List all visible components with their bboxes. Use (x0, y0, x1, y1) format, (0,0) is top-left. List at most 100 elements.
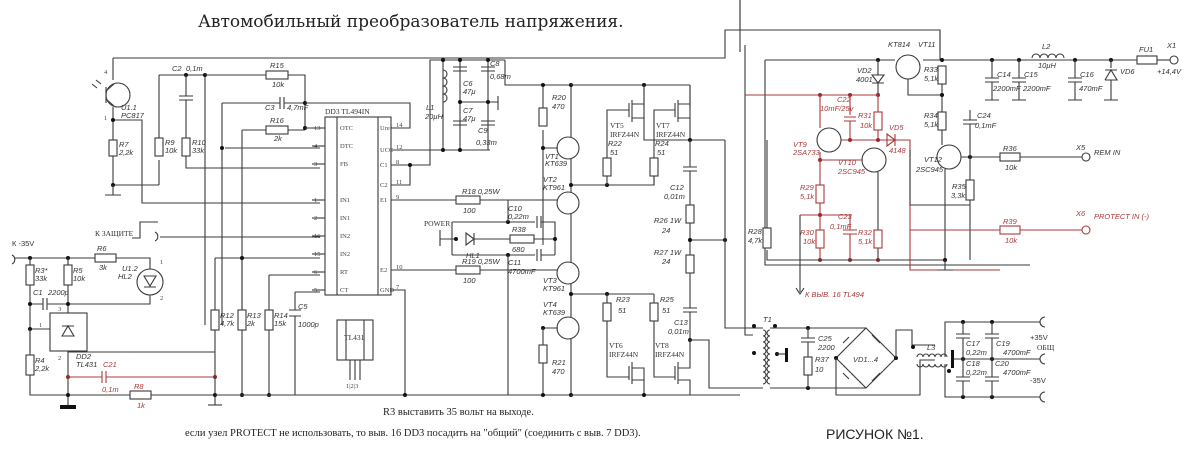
dd3-pin-number: 11 (396, 179, 402, 186)
wire (606, 109, 675, 158)
component-label: C2 (172, 64, 182, 73)
transistor-vt10 (861, 147, 887, 173)
wire (760, 327, 866, 389)
feedback-section: 4 1 U1.1 PC817 R7 2,2k R9 10k C2 0,1m R1… (91, 29, 941, 325)
component-label: 1 (39, 322, 42, 329)
component-label: 33k (35, 274, 48, 283)
junction-dot (486, 58, 490, 62)
wire (460, 96, 499, 110)
wire (571, 84, 691, 108)
dd3-pin-name: E2 (380, 267, 387, 274)
terminal-x5[interactable] (1081, 152, 1091, 162)
transformer-secondary (766, 329, 771, 385)
component-label: R5 (73, 266, 83, 275)
junction-dot (111, 118, 115, 122)
ground-icon (60, 405, 76, 409)
ground-icon (937, 260, 953, 271)
wire (305, 102, 411, 129)
component-label: L1 (426, 103, 434, 112)
component-label: 10 (815, 365, 824, 374)
mosfet-vt7 (674, 85, 691, 122)
component-label: C21 (103, 360, 117, 369)
component-label: 4 (104, 69, 108, 76)
junction-dot (569, 292, 573, 296)
component-label: X5 (1075, 143, 1086, 152)
resistor-r13 (237, 309, 247, 331)
component-label: FU1 (1139, 45, 1153, 54)
component-label: 10k (860, 121, 873, 130)
component-label: 4700mF (1003, 368, 1031, 377)
capacitor-c2 (179, 75, 193, 138)
wire (439, 221, 535, 256)
terminal-x6[interactable] (1081, 225, 1091, 235)
resistor-r23 (602, 302, 612, 322)
junction-dot (947, 369, 951, 373)
led-u1-2 (136, 268, 164, 296)
junction-dot (940, 93, 944, 97)
component-label: C16 (1080, 70, 1095, 79)
diode-vd6 (1104, 60, 1118, 101)
output-stage: T1 C25 2200 R37 10 VD1...4 L3 C1 (739, 0, 1055, 403)
terminal-x1[interactable] (1169, 55, 1179, 65)
component-label: 1 (160, 259, 163, 266)
resistor-r18 (455, 195, 481, 205)
component-label: C15 (1024, 70, 1039, 79)
component-label: VT5 (610, 121, 624, 130)
component-label: 10k (272, 80, 285, 89)
junction-dot (66, 393, 70, 397)
component-label: KT639 (543, 308, 566, 317)
component-label: R24 (655, 139, 669, 148)
resistor-r15 (265, 70, 289, 80)
component-label: R32 (858, 228, 873, 237)
component-label: IRFZ44N (655, 350, 685, 359)
wire (963, 110, 977, 180)
component-label: 470mF (1079, 84, 1103, 93)
arrow-to-pin16-icon (795, 215, 805, 295)
component-label: C13 (674, 318, 689, 327)
component-label: 0,1mF (830, 222, 852, 231)
wire (68, 295, 151, 305)
wire (391, 289, 406, 395)
wire (132, 221, 158, 239)
wire (112, 156, 159, 186)
capacitor-c19-c20 (985, 322, 999, 397)
resistor-r27 (685, 254, 695, 274)
component-label: 2SC945 (915, 165, 944, 174)
transistor-vt3 (556, 261, 580, 285)
junction-dot (752, 324, 756, 328)
junction-dot (458, 100, 462, 104)
component-label: C9 (478, 126, 488, 135)
component-label: 47μ (463, 114, 475, 123)
component-label: C20 (995, 359, 1010, 368)
component-label: 0,22m (508, 212, 529, 221)
component-label: R3* (35, 266, 49, 275)
wire (336, 117, 379, 295)
resistor-r14 (264, 309, 274, 331)
component-label: 10μH (1038, 61, 1056, 70)
junction-dot (541, 146, 545, 150)
component-label: R30 (800, 228, 815, 237)
resistor-r33 (937, 65, 947, 85)
wire (689, 223, 725, 255)
resistor-r38 (509, 234, 535, 244)
component-label: 2 (58, 355, 61, 362)
component-label: KT814 (888, 40, 910, 49)
component-label: R35 (952, 182, 967, 191)
wire (909, 150, 1000, 260)
junction-dot (940, 58, 944, 62)
component-label: 680 (512, 245, 525, 254)
wire (907, 79, 942, 96)
component-label: IRFZ44N (610, 130, 640, 139)
resistor-r39 (999, 225, 1021, 235)
capacitor-c6-c7 (453, 66, 467, 126)
component-label: C14 (997, 70, 1011, 79)
component-label: 20μH (424, 112, 443, 121)
component-label: PC817 (121, 111, 145, 120)
wire (29, 329, 215, 396)
component-label: 2200mF (992, 84, 1021, 93)
component-label: 0,33m (476, 138, 497, 147)
dd3-pin-name: C1 (380, 162, 388, 169)
component-label: 1000p (298, 320, 319, 329)
component-label: C7 (463, 106, 473, 115)
